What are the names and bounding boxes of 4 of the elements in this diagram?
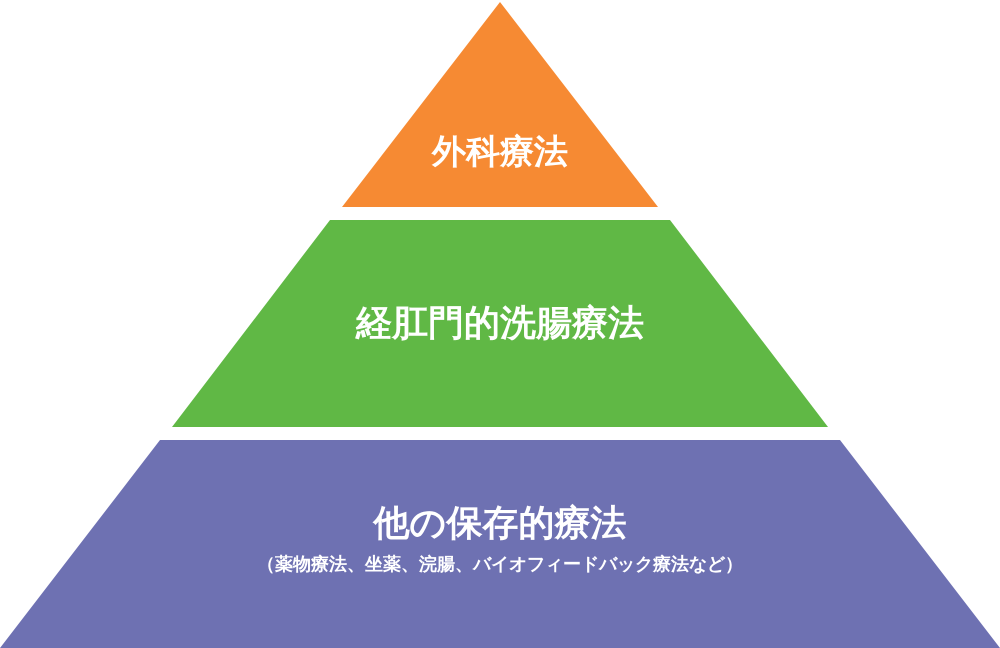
tier-heading: 経肛門的洗腸療法 bbox=[356, 302, 644, 346]
tier-note: （薬物療法、坐薬、浣腸、バイオフィードバック療法など） bbox=[257, 554, 743, 576]
tier-heading: 他の保存的療法 bbox=[374, 502, 626, 546]
tier-heading: 外科療法 bbox=[432, 132, 568, 173]
